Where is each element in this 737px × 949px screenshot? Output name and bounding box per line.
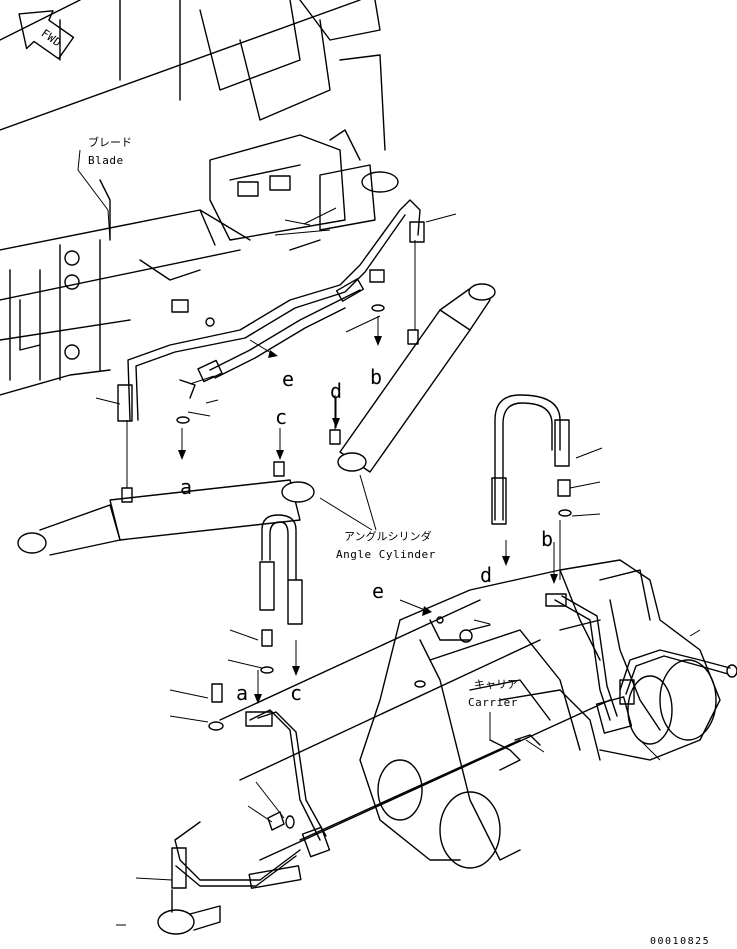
letter-c-lower: c — [290, 681, 302, 705]
letter-d-lower: d — [480, 563, 492, 587]
connection-letters: e b d c a b d e a c — [180, 365, 553, 705]
carrier-label-jp: キャリア — [474, 678, 518, 691]
lower-angle-cylinder — [17, 420, 315, 556]
right-tube-assembly — [545, 593, 737, 734]
left-tube-assembly — [157, 683, 331, 935]
blade-hoses — [117, 199, 425, 424]
angle-cylinder-label-jp: アングルシリンダ — [344, 529, 432, 543]
angle-cylinder-label: アングルシリンダ Angle Cylinder — [319, 474, 436, 561]
flow-arrows — [178, 207, 558, 704]
drawing-code: 00010825 — [650, 936, 710, 947]
blade-structure — [0, 0, 399, 396]
letter-e-upper: e — [282, 367, 294, 391]
blade-label-en: Blade — [88, 154, 124, 167]
right-hose-loop — [491, 394, 572, 580]
blade-label: ブレード Blade — [77, 135, 132, 241]
carrier-structure — [219, 559, 721, 869]
letter-a-upper: a — [180, 475, 192, 499]
letter-a-lower: a — [236, 681, 248, 705]
letter-b-upper: b — [370, 365, 382, 389]
carrier-label: キャリア Carrier — [468, 678, 518, 740]
leader-lines — [95, 213, 701, 926]
blade-label-jp: ブレード — [88, 135, 132, 149]
carrier-label-en: Carrier — [468, 696, 518, 709]
letter-c-upper: c — [275, 405, 287, 429]
angle-cylinder-label-en: Angle Cylinder — [336, 548, 436, 561]
upper-angle-cylinder — [329, 240, 496, 473]
fwd-arrow-icon: FWD — [18, 10, 75, 60]
letter-d-upper: d — [330, 379, 342, 403]
letter-e-lower: e — [372, 579, 384, 603]
letter-b-lower: b — [541, 527, 553, 551]
